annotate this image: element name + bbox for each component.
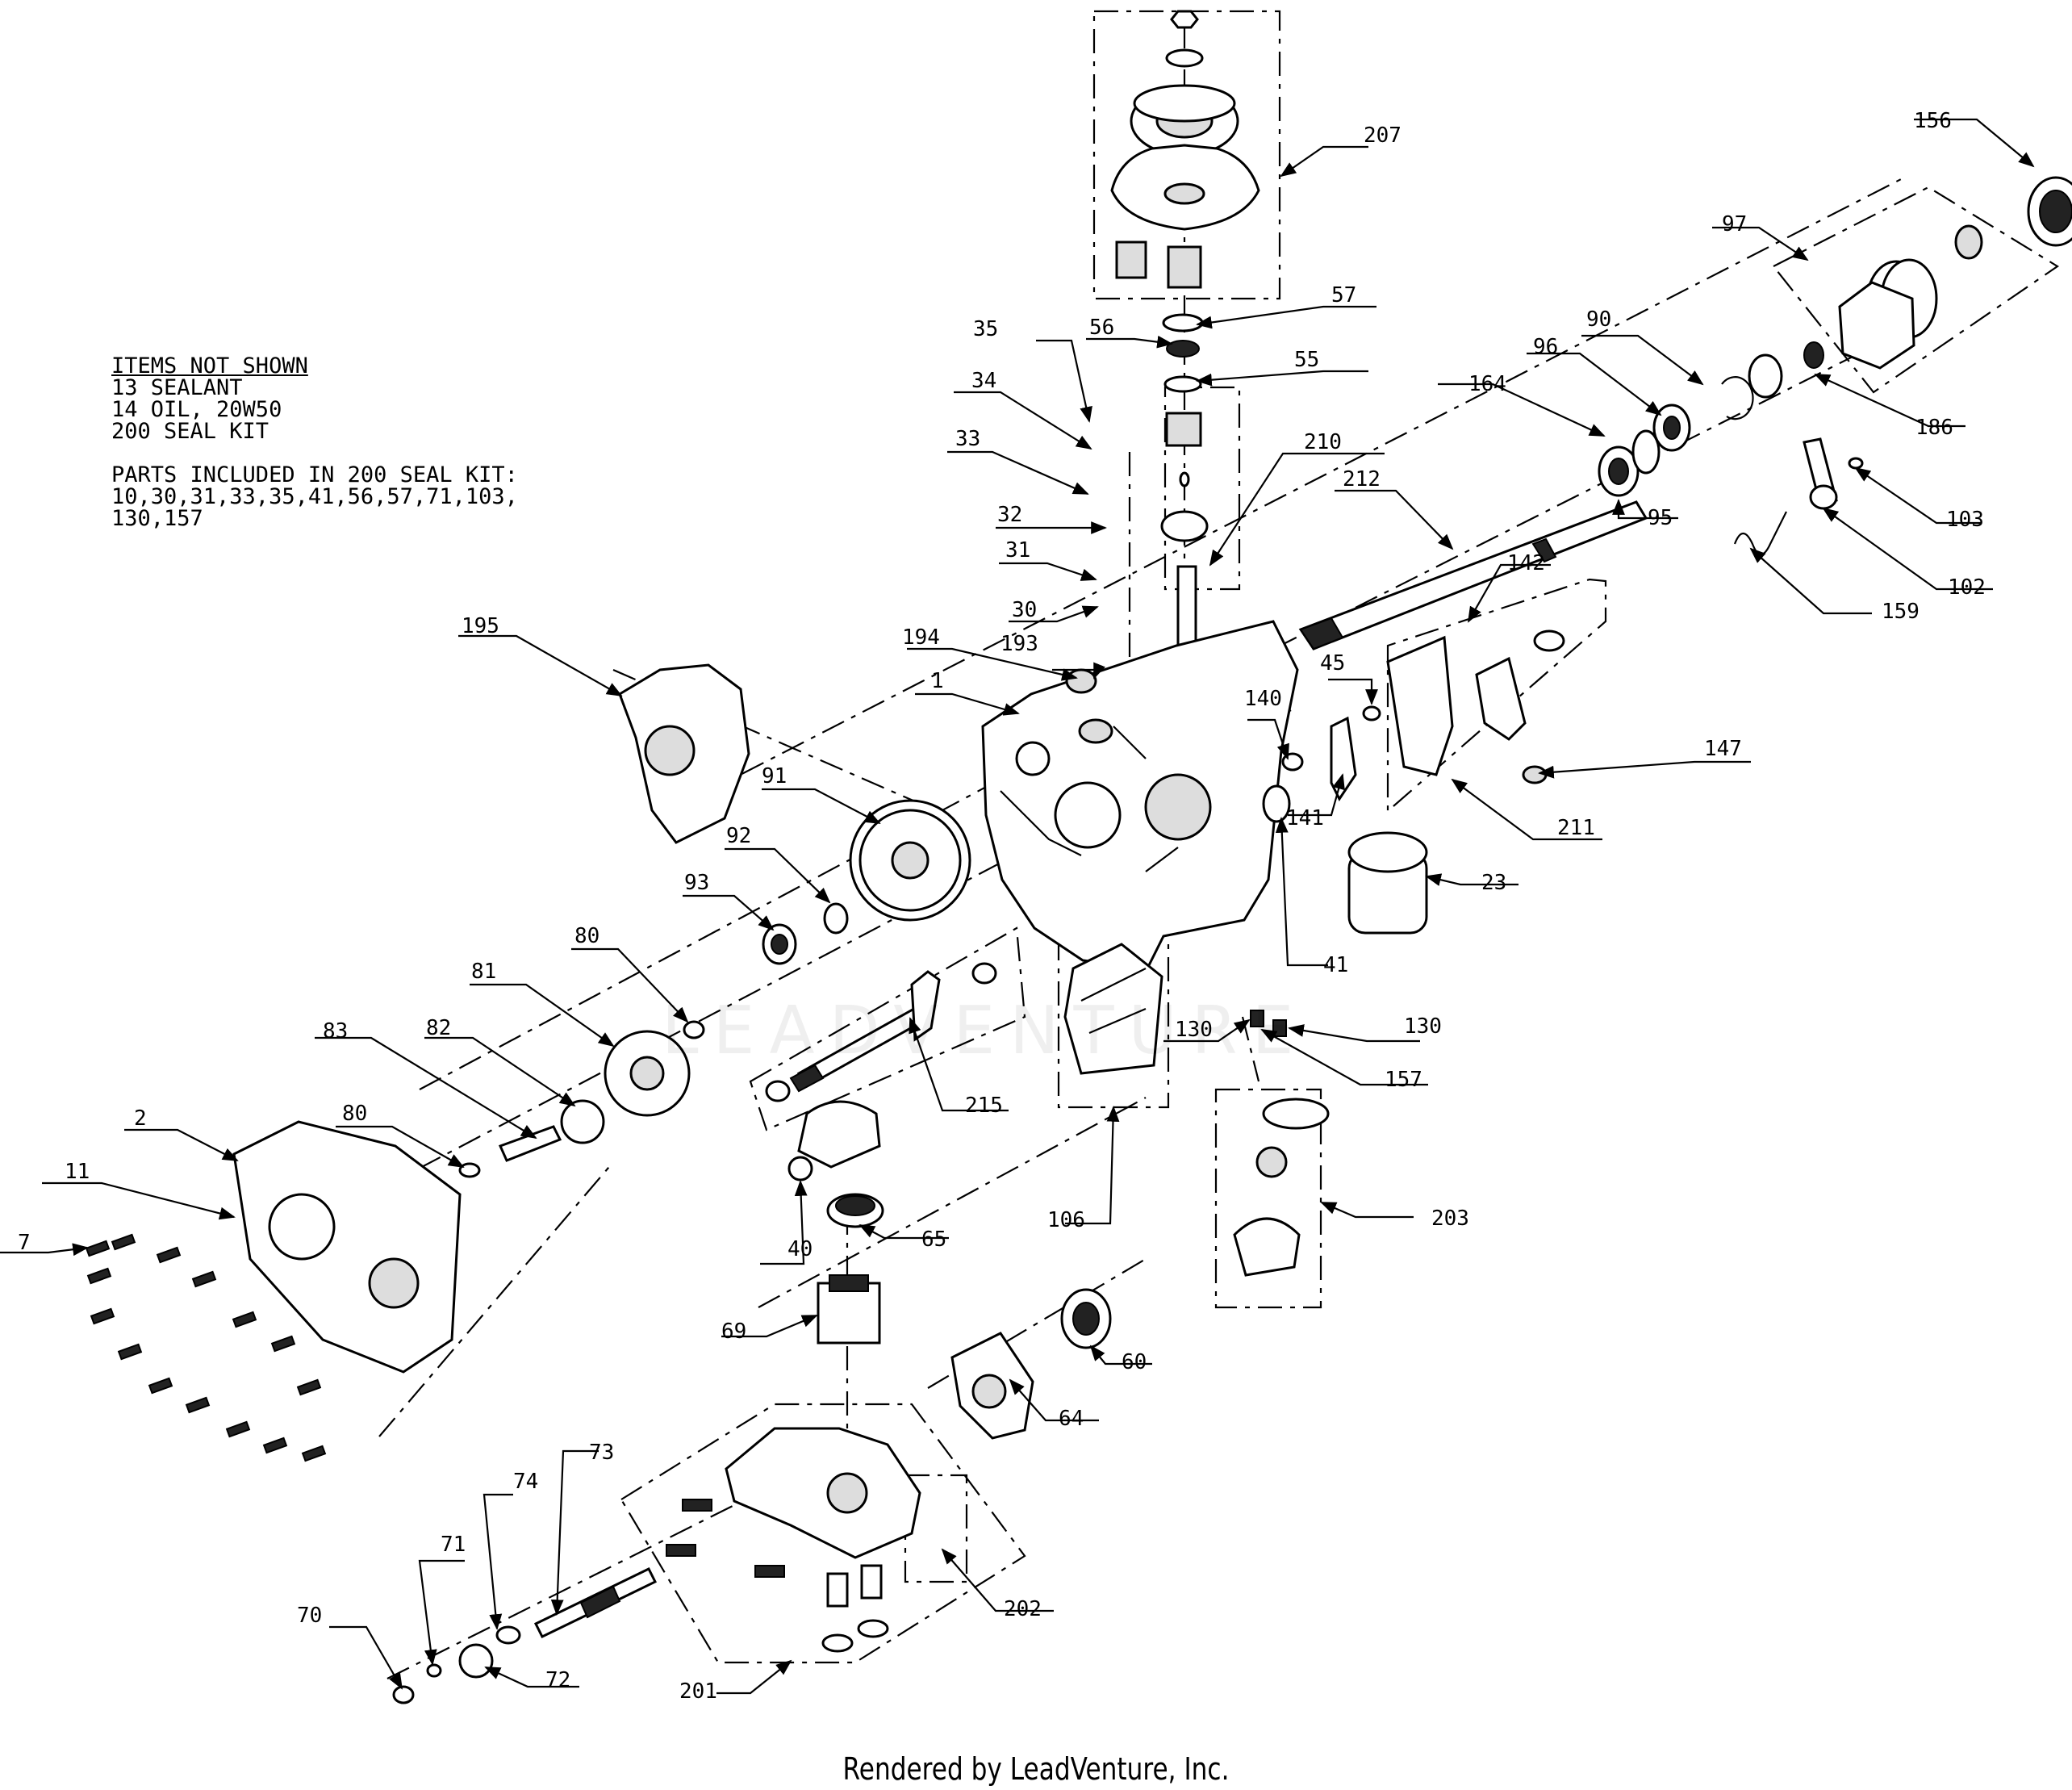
- callout-label: 207: [1364, 123, 1402, 148]
- callout-label: 141: [1286, 806, 1324, 830]
- bearings-left: [458, 902, 849, 1178]
- note-line: 200 SEAL KIT: [111, 419, 269, 444]
- box-201: [620, 1403, 1026, 1664]
- box-211: [1386, 578, 1607, 813]
- callout-label: 156: [1914, 109, 1952, 133]
- assembly-boxes: [620, 10, 2060, 1664]
- callout-label: 31: [1005, 538, 1030, 563]
- callout-label: 212: [1343, 467, 1381, 491]
- callout-label: 35: [973, 317, 998, 341]
- filter-23: [1262, 784, 1428, 935]
- callout-label: 96: [1533, 335, 1558, 359]
- items-not-shown-note: ITEMS NOT SHOWN 13 SEALANT 14 OIL, 20W50…: [111, 355, 518, 529]
- callout-label: 106: [1047, 1208, 1085, 1232]
- callout-label: 97: [1722, 212, 1747, 236]
- callout-label: 2: [134, 1106, 147, 1131]
- note-line: 13 SEALANT: [111, 375, 243, 400]
- callout-label: 201: [679, 1679, 717, 1704]
- callout-label: 195: [462, 614, 499, 638]
- callout-label: 69: [721, 1319, 746, 1344]
- callout-label: 11: [65, 1160, 90, 1184]
- bolts-7: [85, 1233, 327, 1462]
- callout-label: 7: [18, 1231, 31, 1255]
- callout-label: 71: [441, 1533, 466, 1557]
- callout-label: 55: [1294, 348, 1319, 372]
- callout-label: 157: [1385, 1068, 1422, 1092]
- callout-label: 193: [1000, 632, 1038, 656]
- note-heading: ITEMS NOT SHOWN: [111, 353, 308, 378]
- seal-kit-heading: PARTS INCLUDED IN 200 SEAL KIT:: [111, 462, 518, 487]
- callout-label: 159: [1882, 600, 1920, 624]
- note-line: 14 OIL, 20W50: [111, 397, 282, 422]
- callout-label: 64: [1059, 1407, 1084, 1431]
- seal-kit-line: 130,157: [111, 506, 203, 531]
- callout-label: 130: [1404, 1014, 1442, 1039]
- watermark: LEADVENTURE: [662, 993, 1309, 1069]
- callout-label: 80: [342, 1102, 367, 1126]
- callout-label: 210: [1304, 430, 1342, 454]
- callout-label: 23: [1481, 871, 1506, 895]
- box-97: [1772, 186, 2060, 394]
- callout-label: 93: [684, 871, 709, 895]
- callout-label: 202: [1004, 1597, 1042, 1621]
- callout-label: 203: [1431, 1207, 1469, 1231]
- callout-label: 147: [1704, 737, 1742, 761]
- callout-label: 70: [297, 1604, 322, 1628]
- callout-label: 83: [323, 1019, 348, 1043]
- axle-shaft-212: [1298, 500, 1648, 650]
- seal-kit-line: 10,30,31,33,35,41,56,57,71,103,: [111, 484, 518, 509]
- callout-label: 1: [931, 669, 944, 693]
- box-203: [1214, 1088, 1322, 1309]
- callout-label: 164: [1468, 372, 1506, 396]
- callout-label: 142: [1507, 551, 1545, 575]
- box-210: [1163, 386, 1241, 591]
- callout-label: 130: [1175, 1018, 1213, 1042]
- callout-label: 90: [1586, 307, 1611, 332]
- callout-label: 211: [1557, 816, 1595, 840]
- charge-pump-201: [666, 1427, 921, 1653]
- callout-label: 80: [574, 924, 599, 948]
- end-cover-2: [232, 1120, 462, 1374]
- leader-lines: [0, 118, 2035, 1695]
- callout-label: 91: [762, 764, 787, 788]
- housing-1: [981, 620, 1299, 970]
- callout-label: 81: [471, 960, 496, 984]
- callout-label: 32: [997, 503, 1022, 527]
- gear-91: [849, 799, 971, 922]
- callout-label: 186: [1915, 416, 1953, 440]
- bearings-right: [1598, 176, 2072, 497]
- callout-label: 82: [426, 1016, 451, 1040]
- callout-label: 40: [787, 1237, 813, 1261]
- callout-label: 33: [955, 427, 980, 451]
- callout-label: 140: [1244, 687, 1282, 711]
- callout-label: 194: [902, 625, 940, 650]
- cover-195: [618, 663, 750, 844]
- footer-credit: Rendered by LeadVenture, Inc.: [842, 1751, 1230, 1787]
- callout-label: 92: [726, 824, 751, 848]
- callout-label: 95: [1648, 506, 1673, 530]
- callout-label: 74: [513, 1470, 538, 1494]
- fan-pulley-assembly-207: [1110, 10, 1260, 697]
- callout-label: 34: [971, 369, 996, 393]
- lever-parts-211: [1281, 629, 1565, 801]
- callout-label: 73: [589, 1441, 614, 1465]
- bracket-106: [1063, 943, 1163, 1075]
- callout-label: 103: [1946, 508, 1984, 532]
- pump-parts: [787, 1098, 1330, 1440]
- callout-label: 65: [921, 1227, 946, 1252]
- callout-label: 41: [1323, 953, 1348, 977]
- callout-labels: 207 57 56 55 35 34 33 32 31 30 210 212 9…: [18, 109, 1986, 1704]
- callout-label: 30: [1012, 598, 1037, 622]
- control-arm-102: [1733, 437, 1864, 556]
- callout-label: 72: [545, 1668, 570, 1692]
- callout-label: 102: [1948, 575, 1986, 600]
- callout-label: 45: [1320, 651, 1345, 675]
- callout-label: 56: [1089, 316, 1114, 340]
- input-shaft-73: [392, 1567, 658, 1704]
- callout-label: 215: [965, 1094, 1003, 1118]
- callout-label: 57: [1331, 283, 1356, 307]
- callout-label: 60: [1122, 1350, 1147, 1374]
